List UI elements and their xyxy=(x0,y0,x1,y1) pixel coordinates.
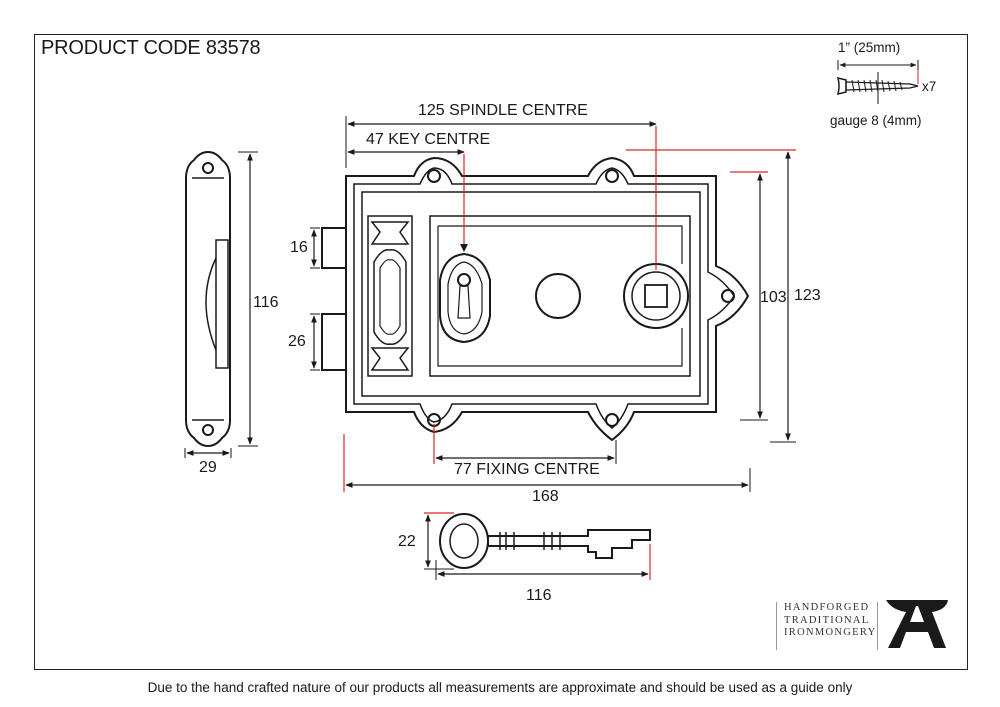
screw-length-label: 1” (25mm) xyxy=(838,40,900,55)
key xyxy=(439,513,651,569)
brand-block: HANDFORGED TRADITIONAL IRONMONGERY xyxy=(776,602,956,652)
keep-plate xyxy=(185,150,231,448)
drawing-frame xyxy=(34,34,968,670)
key-centre-label: 47 KEY CENTRE xyxy=(366,131,490,148)
keep-width-dimension: 29 xyxy=(184,448,232,476)
bolt-lower-label: 26 xyxy=(288,333,306,350)
overall-height-dimension: 123 xyxy=(626,149,821,443)
overall-width-dimension: 168 xyxy=(343,434,751,505)
key-centre-dimension: 47 KEY CENTRE xyxy=(347,131,490,252)
keep-height-dimension: 116 xyxy=(238,151,279,447)
inner-height-label: 103 xyxy=(760,289,787,306)
overall-width-label: 168 xyxy=(532,488,559,505)
rim-lock-body xyxy=(321,156,750,442)
key-length-dimension: 116 xyxy=(435,544,651,604)
product-code-title: PRODUCT CODE 83578 xyxy=(41,37,261,59)
screw-quantity-label: x7 xyxy=(922,79,936,94)
brand-divider xyxy=(877,602,878,650)
fixing-centre-label: 77 FIXING CENTRE xyxy=(454,461,600,478)
bolt-upper-label: 16 xyxy=(290,239,308,256)
overall-height-label: 123 xyxy=(794,287,821,304)
brand-line-3: IRONMONGERY xyxy=(784,627,877,638)
keep-width-label: 29 xyxy=(199,459,217,476)
brand-line-2: TRADITIONAL xyxy=(784,614,870,626)
bolt-lower-dimension: 26 xyxy=(288,313,320,371)
key-height-dimension: 22 xyxy=(398,512,454,570)
keep-height-label: 116 xyxy=(253,294,279,311)
brand-line-1: HANDFORGED xyxy=(784,602,870,613)
screw-gauge-label: gauge 8 (4mm) xyxy=(830,113,922,128)
spindle-centre-label: 125 SPINDLE CENTRE xyxy=(418,102,588,119)
fixing-centre-dimension: 77 FIXING CENTRE xyxy=(433,424,617,478)
bolt-upper-dimension: 16 xyxy=(290,227,320,269)
spindle-centre-dimension: 125 SPINDLE CENTRE xyxy=(345,102,657,270)
brand-divider xyxy=(776,602,777,650)
key-height-label: 22 xyxy=(398,533,416,550)
screw: 1” (25mm) x7 gauge 8 (4mm) xyxy=(830,40,936,128)
key-length-label: 116 xyxy=(526,587,552,604)
brand-name: HANDFORGED TRADITIONAL IRONMONGERY xyxy=(784,602,876,640)
inner-height-dimension: 103 xyxy=(730,171,787,421)
anvil-a-icon xyxy=(886,600,948,648)
disclaimer-footer: Due to the hand crafted nature of our pr… xyxy=(147,680,853,695)
